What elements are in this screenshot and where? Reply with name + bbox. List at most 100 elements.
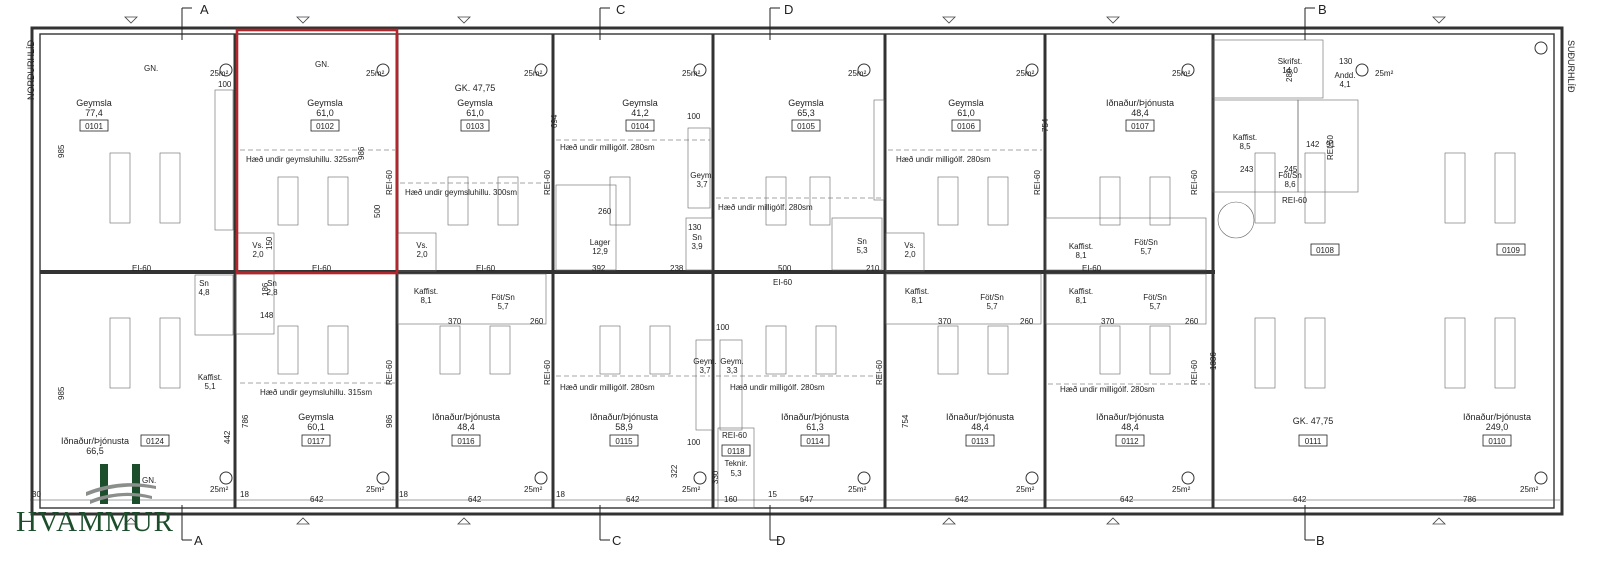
svg-text:786: 786 (1463, 495, 1477, 504)
svg-text:48,4: 48,4 (1131, 108, 1149, 118)
svg-text:Vs.: Vs. (416, 241, 428, 250)
svg-text:18: 18 (399, 490, 408, 499)
svg-text:58,9: 58,9 (615, 422, 633, 432)
svg-text:18: 18 (556, 490, 565, 499)
svg-text:25m²: 25m² (524, 69, 543, 78)
svg-text:500: 500 (373, 204, 382, 218)
svg-text:66,5: 66,5 (86, 446, 104, 456)
svg-text:30: 30 (32, 490, 41, 499)
dimension-vertical: 985 986 500 694 754 985 786 986 1336 754… (57, 114, 1218, 484)
svg-text:985: 985 (57, 144, 66, 158)
svg-text:8,1: 8,1 (911, 296, 923, 305)
svg-text:260: 260 (530, 317, 544, 326)
svg-text:8,1: 8,1 (1075, 251, 1087, 260)
svg-text:245: 245 (1284, 165, 1298, 174)
svg-text:18: 18 (240, 490, 249, 499)
svg-text:25m²: 25m² (210, 485, 229, 494)
svg-text:25m²: 25m² (210, 69, 229, 78)
svg-text:100: 100 (687, 438, 701, 447)
svg-text:642: 642 (626, 495, 640, 504)
svg-text:Hæð undir milligólf. 280sm: Hæð undir milligólf. 280sm (730, 383, 825, 392)
svg-text:3,7: 3,7 (699, 366, 711, 375)
shelf-lines (240, 139, 1210, 385)
svg-text:60,1: 60,1 (307, 422, 325, 432)
svg-text:3,7: 3,7 (696, 180, 708, 189)
svg-text:GK. 47,75: GK. 47,75 (1293, 416, 1334, 426)
svg-text:4,1: 4,1 (1339, 80, 1351, 89)
svg-text:Iðnaður/Þjónusta: Iðnaður/Þjónusta (432, 412, 500, 422)
svg-text:25m²: 25m² (682, 69, 701, 78)
svg-text:Iðnaður/Þjónusta: Iðnaður/Þjónusta (61, 436, 129, 446)
svg-text:REI-60: REI-60 (385, 360, 394, 385)
svg-text:Geymsla: Geymsla (307, 98, 343, 108)
small-room-labels: Skrifst. 14,0 Andd. 4,1 Kaffist. 8,5 Föt… (198, 57, 1356, 391)
svg-text:REI-60: REI-60 (1282, 196, 1307, 205)
svg-text:0105: 0105 (797, 122, 815, 131)
svg-text:0106: 0106 (957, 122, 975, 131)
svg-text:5,7: 5,7 (1140, 247, 1152, 256)
svg-text:0116: 0116 (457, 437, 475, 446)
svg-text:Andd.: Andd. (1335, 71, 1356, 80)
svg-text:GN.: GN. (142, 476, 156, 485)
svg-text:0124: 0124 (146, 437, 164, 446)
svg-text:5,7: 5,7 (497, 302, 509, 311)
svg-text:Iðnaður/Þjónusta: Iðnaður/Þjónusta (1096, 412, 1164, 422)
placeholder-rects (109, 152, 1516, 389)
svg-text:1336: 1336 (1209, 352, 1218, 370)
svg-text:694: 694 (550, 114, 559, 128)
svg-text:Kaffist.: Kaffist. (1233, 133, 1257, 142)
logo-wordmark: HVAMMUR (16, 506, 174, 538)
svg-text:2,0: 2,0 (904, 250, 916, 259)
svg-text:GN.: GN. (144, 64, 158, 73)
svg-text:642: 642 (1293, 495, 1307, 504)
svg-text:25m²: 25m² (848, 485, 867, 494)
svg-text:Geymsla: Geymsla (457, 98, 493, 108)
svg-text:Sn: Sn (199, 279, 209, 288)
svg-text:14,0: 14,0 (1282, 66, 1298, 75)
svg-text:2,0: 2,0 (416, 250, 428, 259)
svg-text:15: 15 (768, 490, 777, 499)
svg-text:5,3: 5,3 (730, 469, 742, 478)
svg-text:0110: 0110 (1488, 437, 1506, 446)
svg-text:Geymsla: Geymsla (788, 98, 824, 108)
svg-text:5,1: 5,1 (204, 382, 216, 391)
svg-text:25m²: 25m² (1016, 485, 1035, 494)
svg-text:Geym.: Geym. (720, 357, 744, 366)
section-a-top: A (200, 2, 209, 17)
svg-text:Skrifst.: Skrifst. (1278, 57, 1302, 66)
stairs (214, 89, 1255, 431)
svg-text:GK. 47,75: GK. 47,75 (455, 83, 496, 93)
svg-text:25m²: 25m² (1172, 485, 1191, 494)
column-symbols (219, 41, 1548, 485)
svg-text:REI-60: REI-60 (1033, 170, 1042, 195)
svg-text:Kaffist.: Kaffist. (1069, 287, 1093, 296)
svg-text:Iðnaður/Þjónusta: Iðnaður/Þjónusta (781, 412, 849, 422)
svg-text:EI-60: EI-60 (773, 278, 793, 287)
svg-text:754: 754 (901, 414, 910, 428)
svg-text:Kaffist.: Kaffist. (1069, 242, 1093, 251)
svg-text:100: 100 (716, 323, 730, 332)
svg-text:370: 370 (448, 317, 462, 326)
svg-text:148: 148 (260, 311, 274, 320)
svg-text:0117: 0117 (307, 437, 325, 446)
svg-text:322: 322 (670, 464, 679, 478)
svg-text:3,3: 3,3 (726, 366, 738, 375)
svg-text:Vs.: Vs. (252, 241, 264, 250)
street-south: SUÐURHLÍÐ (1566, 40, 1576, 93)
svg-text:Sn: Sn (267, 279, 277, 288)
svg-text:EI-60: EI-60 (1082, 264, 1102, 273)
svg-text:280: 280 (1285, 68, 1294, 82)
svg-text:Föt/Sn: Föt/Sn (491, 293, 515, 302)
svg-text:Sn: Sn (857, 237, 867, 246)
svg-text:0107: 0107 (1131, 122, 1149, 131)
svg-text:0113: 0113 (971, 437, 989, 446)
svg-text:130: 130 (1339, 57, 1353, 66)
svg-text:100: 100 (687, 112, 701, 121)
highlighted-unit-0102[interactable] (235, 28, 399, 275)
section-labels: A C D B A C D B (194, 2, 1327, 548)
section-b-top: B (1318, 2, 1327, 17)
svg-text:61,0: 61,0 (466, 108, 484, 118)
section-lines (181, 7, 1315, 541)
svg-text:260: 260 (598, 207, 612, 216)
svg-text:642: 642 (1120, 495, 1134, 504)
